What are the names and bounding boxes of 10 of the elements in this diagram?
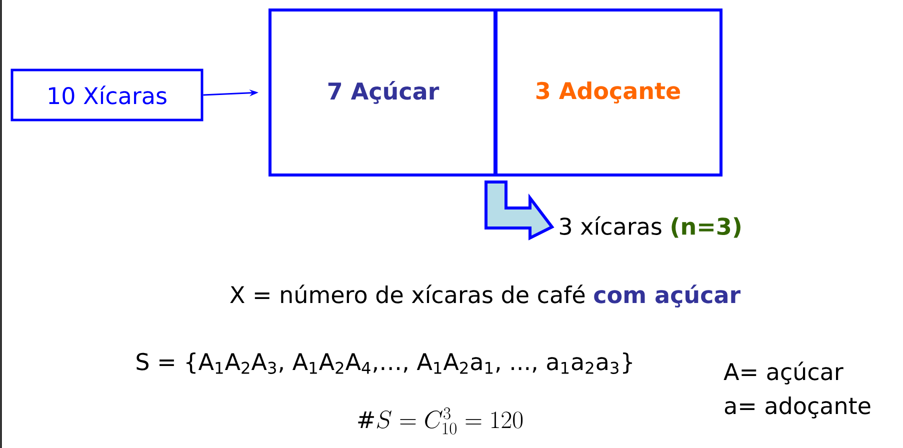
set-text: S = {A$_{1}$A$_{2}$A$_{3}$, A$_{1}$A$_{2}$A$_{4}$,…, A$_{1}$A$_{2}$a$_{1}$, ..., a$_{1}$a$_{2}$a$_{3}$} xyxy=(136,352,632,374)
legend-text: a= adoçante xyxy=(724,396,870,418)
formula: $\#S = C_{10}^{3} = 120$ xyxy=(358,408,523,434)
result-text: 3 xícaras (n=3) xyxy=(560,216,740,238)
legend-text: A= açúcar xyxy=(724,362,844,384)
label-box: 10 Xícaras xyxy=(10,68,204,122)
block-arrow xyxy=(484,180,554,240)
category-box: 3 Adoçante xyxy=(494,8,722,176)
category-box: 7 Açúcar xyxy=(268,8,498,176)
caption-text: X = número de xícaras de café com açúcar xyxy=(230,284,741,308)
